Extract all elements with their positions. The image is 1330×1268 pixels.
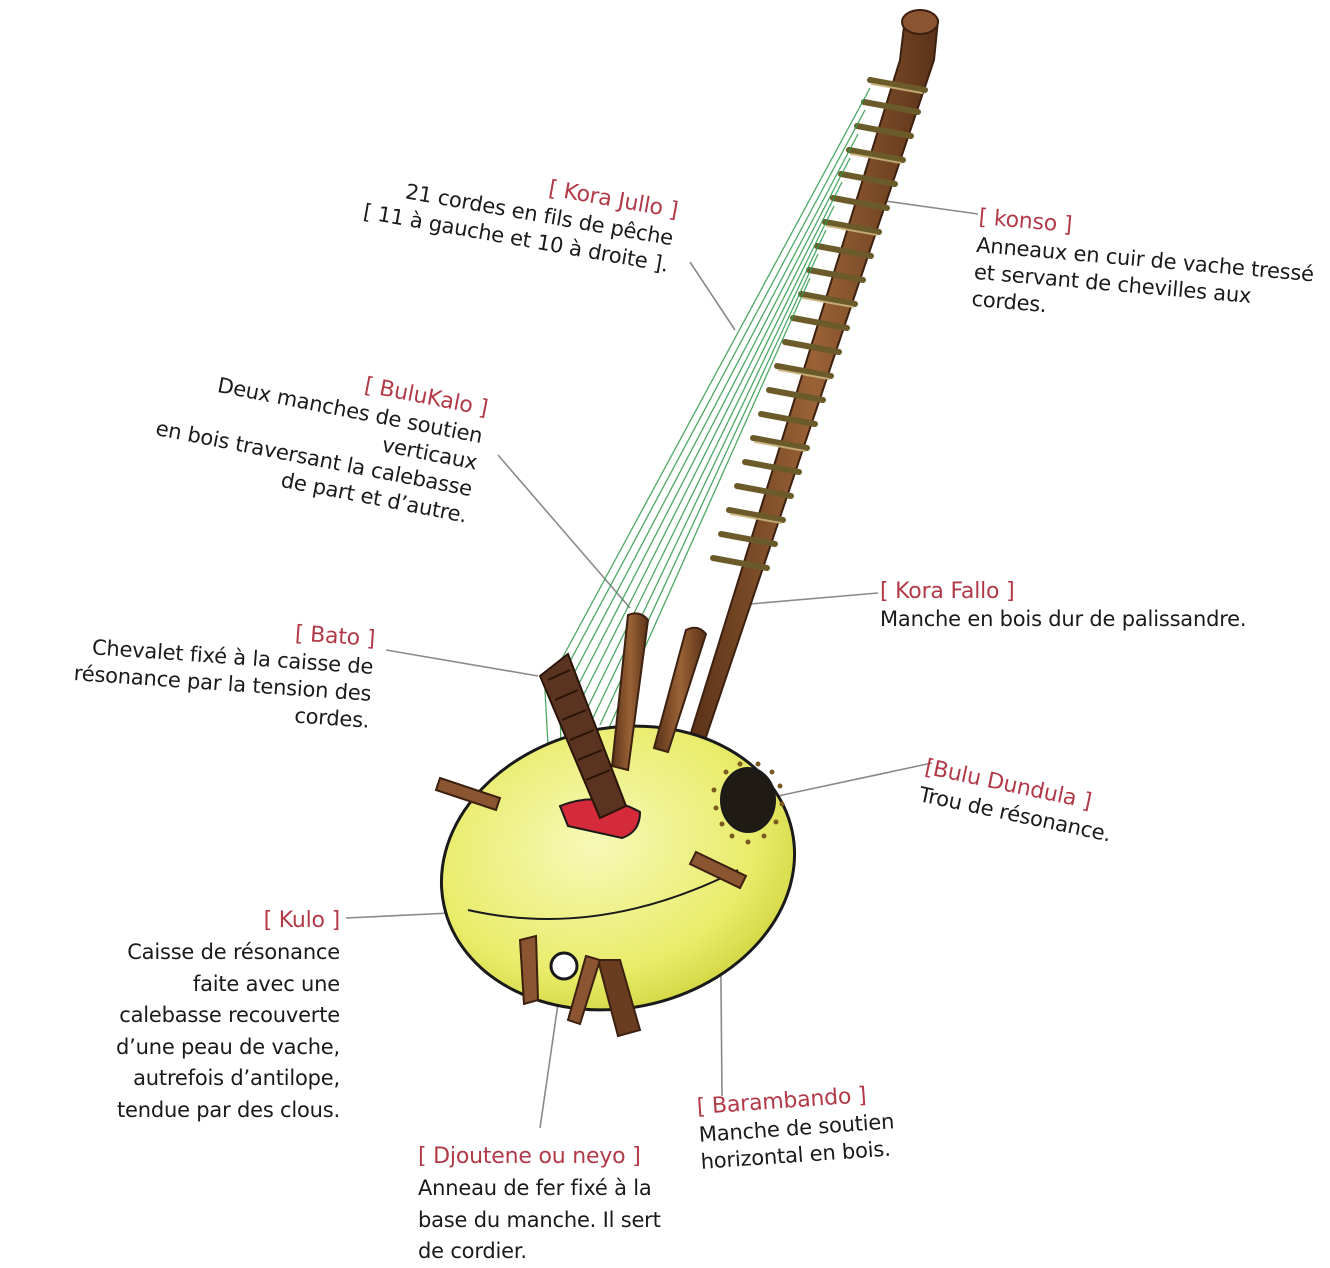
leader-bato — [386, 650, 538, 676]
leader-djoutene — [540, 990, 560, 1128]
callout-kora-fallo: [ Kora Fallo ] Manche en bois dur de pal… — [880, 578, 1280, 633]
callout-kulo: [ Kulo ] Caisse de résonance faite avec … — [100, 904, 340, 1126]
callout-djoutene: [ Djoutene ou neyo ] Anneau de fer fixé … — [418, 1140, 698, 1268]
djoutene-term: [ Djoutene ou neyo ] — [418, 1140, 698, 1173]
kora-fallo-term: [ Kora Fallo ] — [880, 578, 1280, 606]
leader-kora-fallo — [750, 593, 878, 604]
kulo-desc: Caisse de résonance faite avec une caleb… — [100, 937, 340, 1126]
leader-kora-jullo — [690, 262, 735, 330]
kora-fallo-desc: Manche en bois dur de palissandre. — [880, 606, 1280, 633]
leader-bulu-dundula — [778, 763, 932, 796]
callout-barambando: [ Barambando ] Manche de soutien horizon… — [696, 1078, 931, 1176]
leader-konso — [878, 200, 978, 214]
kulo-term: [ Kulo ] — [100, 904, 340, 937]
djoutene-desc: Anneau de fer fixé à la base du manche. … — [418, 1173, 698, 1268]
